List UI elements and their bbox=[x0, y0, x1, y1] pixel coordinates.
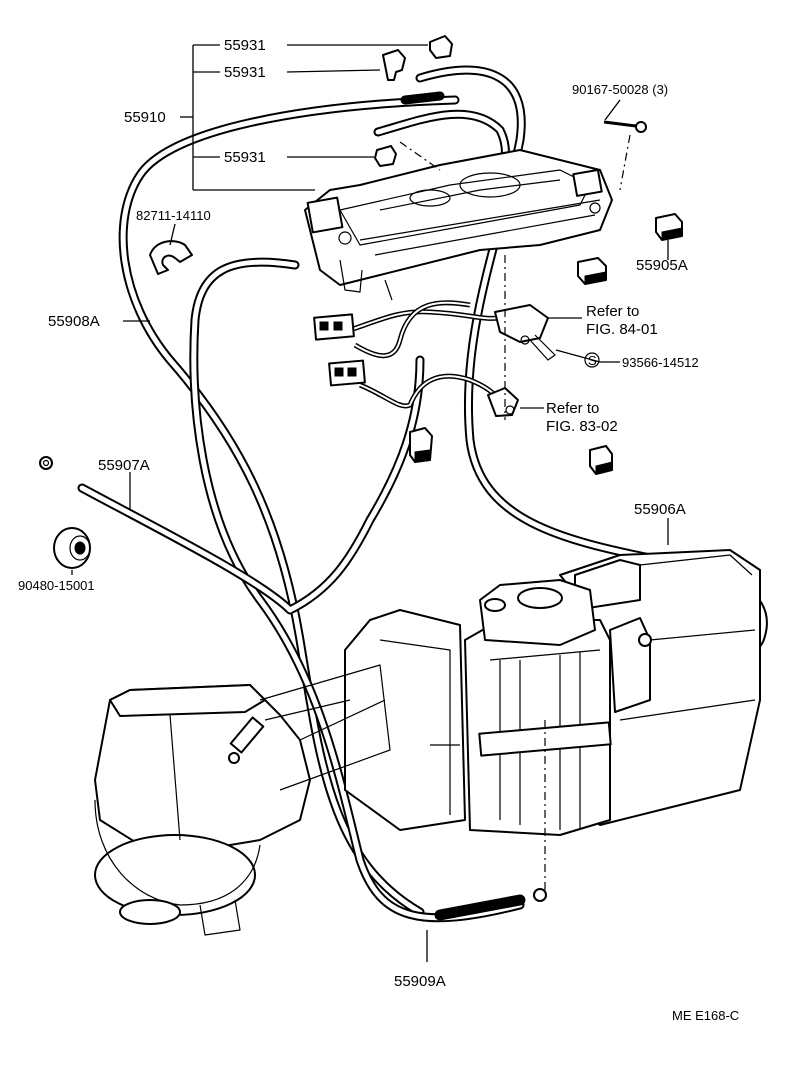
cable-55907A bbox=[77, 355, 425, 615]
label-55907A: 55907A bbox=[98, 457, 150, 474]
cable-55908A bbox=[118, 95, 460, 917]
label-55910: 55910 bbox=[124, 109, 166, 126]
label-55931-b: 55931 bbox=[224, 64, 266, 81]
label-55931-a: 55931 bbox=[224, 37, 266, 54]
screw-symbol: S bbox=[588, 353, 597, 368]
label-refer-84-line1: Refer to bbox=[586, 303, 639, 320]
label-refer-83-line2: FIG. 83-02 bbox=[546, 418, 618, 435]
heater-unit bbox=[94, 549, 761, 936]
label-55931-c: 55931 bbox=[224, 149, 266, 166]
clip-55931-c bbox=[374, 145, 397, 167]
figure-code: ME E168-C bbox=[672, 1008, 739, 1023]
screw-90167 bbox=[603, 120, 647, 191]
knob-55905A-1 bbox=[655, 213, 683, 241]
fig84-switch bbox=[494, 304, 556, 361]
label-55908A: 55908A bbox=[48, 313, 100, 330]
clip-55931-b bbox=[382, 49, 406, 81]
fig83-switch bbox=[487, 387, 519, 417]
grommet-90480 bbox=[53, 527, 91, 569]
label-refer-83-line1: Refer to bbox=[546, 400, 599, 417]
screw-symbol-circle bbox=[584, 352, 600, 368]
switch-connector-2 bbox=[328, 359, 366, 387]
switch-connector-1 bbox=[313, 313, 355, 341]
clip-55931-a bbox=[429, 35, 453, 59]
part-labels: 55931 55931 55910 55931 90167-50028 (3) … bbox=[18, 37, 739, 1023]
control-cables bbox=[77, 65, 768, 923]
label-55909A: 55909A bbox=[394, 973, 446, 990]
knob-55905A-4 bbox=[589, 445, 613, 475]
label-93566: 93566-14512 bbox=[622, 355, 699, 370]
knob-55905A-2 bbox=[577, 257, 607, 285]
knob-55905A-3 bbox=[409, 427, 433, 463]
heater-control-assembly bbox=[304, 149, 613, 301]
label-55905A: 55905A bbox=[636, 257, 688, 274]
leader-lines bbox=[71, 44, 669, 962]
retainer-82711 bbox=[149, 240, 193, 275]
label-90167: 90167-50028 (3) bbox=[572, 82, 668, 97]
label-55906A: 55906A bbox=[634, 501, 686, 518]
cable-55909A bbox=[189, 257, 526, 923]
label-refer-84-line2: FIG. 84-01 bbox=[586, 321, 658, 338]
grommet-55907A bbox=[39, 456, 53, 470]
label-90480: 90480-15001 bbox=[18, 578, 95, 593]
label-82711: 82711-14110 bbox=[136, 208, 211, 223]
